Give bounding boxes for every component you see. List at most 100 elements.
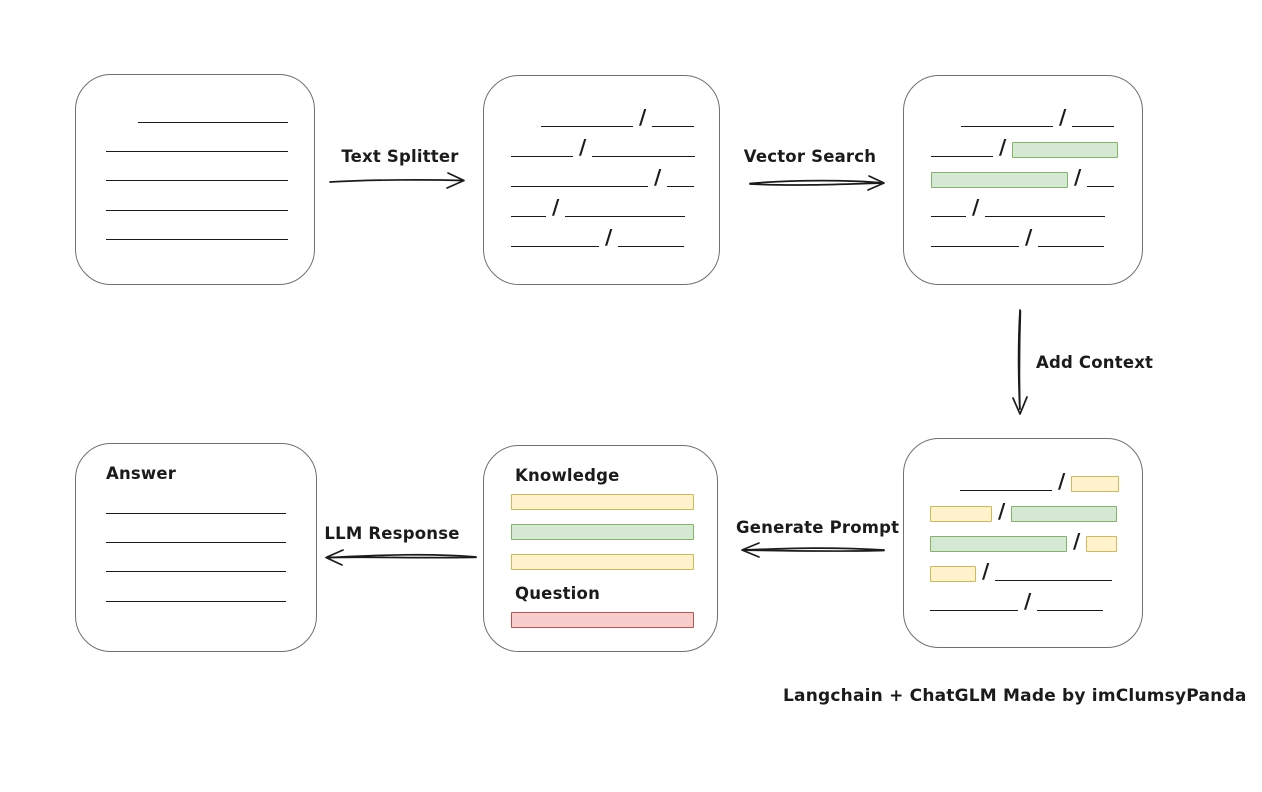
text-line <box>1038 246 1105 247</box>
slash-separator: / <box>1073 529 1081 553</box>
slash-separator: / <box>552 195 560 219</box>
llm-response-label: LLM Response <box>324 524 460 543</box>
chunk-rows: / / / / / <box>930 462 1142 613</box>
text-line <box>106 209 288 211</box>
yellow-highlight-chunk <box>1086 536 1118 552</box>
answer-label: Answer <box>106 464 177 483</box>
slash-separator: / <box>654 165 662 189</box>
vector-search-arrow <box>748 170 890 194</box>
question-label: Question <box>515 584 601 603</box>
caption-credit: Langchain + ChatGLM Made by imClumsyPand… <box>783 686 1247 706</box>
generate-prompt-arrow <box>736 538 886 560</box>
text-line <box>931 246 1019 247</box>
knowledge-bars <box>511 494 717 570</box>
text-line <box>930 610 1018 611</box>
chunk-row: / <box>931 128 1142 159</box>
chunk-row: / <box>960 462 1142 493</box>
yellow-highlight-chunk <box>1071 476 1120 492</box>
text-line <box>618 246 685 247</box>
answer-box: Answer <box>75 443 317 652</box>
text-line <box>931 216 966 217</box>
green-highlight-chunk <box>1012 142 1119 158</box>
text-line <box>592 156 696 157</box>
context-chunks-box: / / / / / <box>903 438 1143 648</box>
green-highlight-chunk <box>930 536 1067 552</box>
slash-separator: / <box>1058 469 1066 493</box>
text-line <box>931 156 993 157</box>
slash-separator: / <box>972 195 980 219</box>
split-chunks-box: / / / / / <box>483 75 720 285</box>
text-line <box>541 126 633 127</box>
vector-search-result-box: / / / / / <box>903 75 1143 285</box>
chunk-rows: / / / / / <box>511 98 719 249</box>
slash-separator: / <box>605 225 613 249</box>
answer-lines <box>106 513 316 602</box>
vector-search-label: Vector Search <box>743 147 877 166</box>
text-line <box>985 216 1106 217</box>
slash-separator: / <box>999 135 1007 159</box>
slash-separator: / <box>639 105 647 129</box>
text-line <box>1072 126 1115 127</box>
slash-separator: / <box>998 499 1006 523</box>
yellow-bar <box>511 494 694 510</box>
text-line <box>1037 610 1104 611</box>
slash-separator: / <box>1074 165 1082 189</box>
chunk-row: / <box>511 188 719 219</box>
yellow-bar <box>511 554 694 570</box>
slash-separator: / <box>982 559 990 583</box>
text-splitter-label: Text Splitter <box>341 147 459 166</box>
chunk-row: / <box>931 158 1142 189</box>
text-line <box>565 216 686 217</box>
text-line <box>511 216 546 217</box>
slash-separator: / <box>1025 225 1033 249</box>
green-highlight-chunk <box>931 172 1068 188</box>
chunk-row: / <box>541 98 719 129</box>
add-context-arrow <box>1008 308 1032 420</box>
chunk-row: / <box>511 158 719 189</box>
prompt-box: Knowledge Question <box>483 445 718 652</box>
add-context-label: Add Context <box>1036 353 1154 372</box>
text-line <box>961 126 1053 127</box>
slash-separator: / <box>579 135 587 159</box>
text-line <box>106 542 286 544</box>
chunk-row: / <box>511 218 719 249</box>
text-splitter-arrow <box>328 168 470 192</box>
text-line <box>106 600 286 602</box>
chunk-row: / <box>930 492 1142 523</box>
slash-separator: / <box>1059 105 1067 129</box>
chunk-row: / <box>931 188 1142 219</box>
chunk-row: / <box>961 98 1142 129</box>
yellow-highlight-chunk <box>930 566 976 582</box>
text-line <box>106 513 286 514</box>
question-bars <box>511 612 717 628</box>
document-lines <box>106 122 314 240</box>
source-document-box <box>75 74 315 285</box>
text-line <box>138 122 288 123</box>
generate-prompt-label: Generate Prompt <box>736 518 900 537</box>
red-bar <box>511 612 694 628</box>
text-line <box>511 186 648 187</box>
text-line <box>1087 186 1115 187</box>
text-line <box>106 180 288 182</box>
chunk-rows: / / / / / <box>931 98 1142 249</box>
text-line <box>667 186 695 187</box>
slash-separator: / <box>1024 589 1032 613</box>
chunk-row: / <box>930 522 1142 553</box>
text-line <box>106 238 288 240</box>
text-line <box>995 580 1113 581</box>
text-line <box>511 156 573 157</box>
text-line <box>511 246 599 247</box>
text-line <box>960 490 1052 491</box>
yellow-highlight-chunk <box>930 506 992 522</box>
chunk-row: / <box>930 582 1142 613</box>
green-bar <box>511 524 694 540</box>
text-line <box>652 126 695 127</box>
chunk-row: / <box>930 552 1142 583</box>
text-line <box>106 571 286 573</box>
text-line <box>106 151 288 153</box>
chunk-row: / <box>511 128 719 159</box>
knowledge-label: Knowledge <box>515 466 620 485</box>
llm-response-arrow <box>320 545 478 569</box>
green-highlight-chunk <box>1011 506 1118 522</box>
